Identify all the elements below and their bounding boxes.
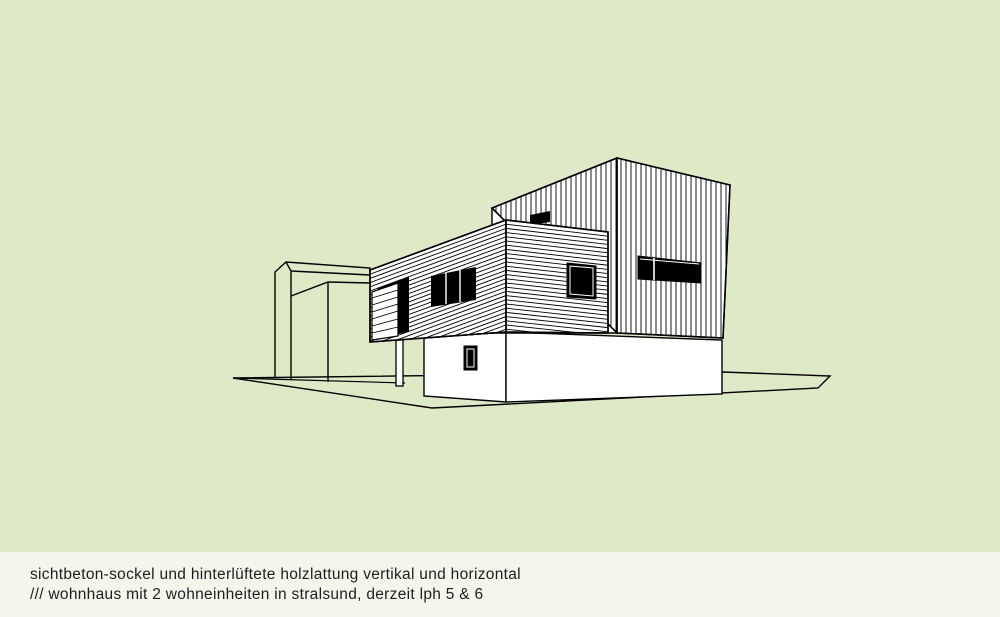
- plinth-window: [463, 345, 478, 371]
- cladding-line: [506, 248, 608, 262]
- cladding-line: [370, 307, 506, 342]
- support-post: [395, 339, 404, 387]
- cladding-line: [506, 244, 608, 258]
- middle-volume: [369, 218, 609, 343]
- middle-side-window: [566, 262, 597, 300]
- concrete-plinth: [423, 331, 723, 403]
- cladding-line: [370, 232, 506, 284]
- cladding-line: [506, 307, 608, 320]
- caption-area: sichtbeton-sockel und hinterlüftete holz…: [0, 552, 1000, 617]
- cladding-line: [370, 223, 506, 275]
- upper-top-window: [530, 211, 550, 225]
- cladding-line: [370, 303, 506, 342]
- carport-frame: [274, 261, 371, 382]
- cladding-line: [370, 236, 506, 288]
- ground-line: [232, 377, 406, 384]
- illustration-area: [0, 0, 1000, 552]
- cladding-line: [506, 236, 608, 250]
- cladding-line: [506, 227, 608, 241]
- cladding-line: [506, 320, 608, 333]
- cladding-line: [506, 290, 608, 304]
- cladding-line: [506, 240, 608, 254]
- house-line-drawing: [232, 156, 832, 409]
- caption-line-1: sichtbeton-sockel und hinterlüftete holz…: [30, 566, 521, 583]
- cladding-line: [370, 240, 506, 292]
- middle-front-window: [431, 267, 476, 307]
- caption-line-2: /// wohnhaus mit 2 wohneinheiten in stra…: [30, 586, 484, 603]
- cladding-line: [370, 320, 506, 342]
- cladding-line: [506, 253, 608, 266]
- cladding-line: [506, 232, 608, 245]
- cladding-line: [506, 311, 608, 324]
- cladding-line: [506, 303, 608, 316]
- cladding-line: [370, 227, 506, 279]
- cladding-line: [506, 324, 608, 333]
- cladding-line: [506, 299, 608, 312]
- cladding-line: [506, 295, 608, 308]
- cladding-line: [506, 316, 608, 329]
- cladding-line: [506, 328, 608, 333]
- cladding-line: [506, 223, 608, 237]
